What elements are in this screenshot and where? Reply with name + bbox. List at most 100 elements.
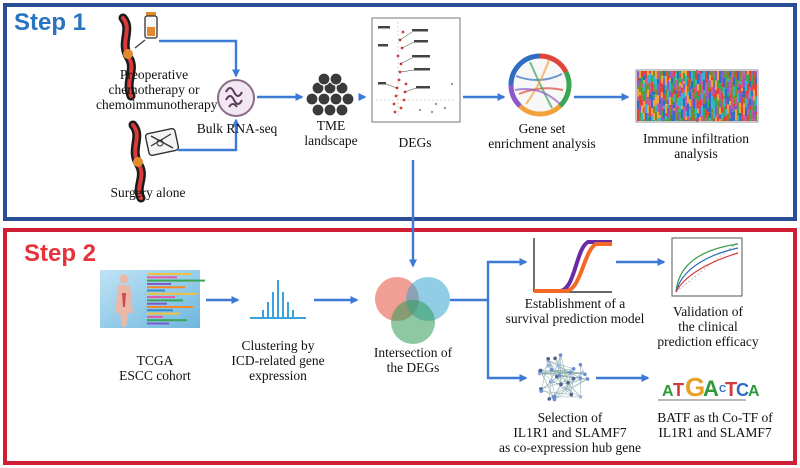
stacked-bar-segment xyxy=(671,97,673,100)
stacked-bar-segment xyxy=(755,111,757,116)
stacked-bar-segment xyxy=(661,97,663,108)
stacked-bar-segment xyxy=(725,108,727,116)
stacked-bar-segment xyxy=(651,75,653,79)
stacked-bar-segment xyxy=(711,76,713,81)
stacked-bar-segment xyxy=(751,74,753,86)
stacked-bar-segment xyxy=(667,104,669,108)
stacked-bar-segment xyxy=(643,80,645,83)
stacked-bar-segment xyxy=(675,103,677,114)
stacked-bar-segment xyxy=(721,92,723,101)
stacked-bar-segment xyxy=(719,89,721,101)
stacked-bar-segment xyxy=(671,104,673,115)
stacked-bar-segment xyxy=(729,101,731,106)
stacked-bar-segment xyxy=(739,81,741,85)
stacked-bar-segment xyxy=(665,98,667,105)
stacked-bar-segment xyxy=(699,84,701,94)
stacked-bar-segment xyxy=(723,116,725,121)
stacked-bar-segment xyxy=(709,92,711,103)
stacked-bar-segment xyxy=(727,104,729,114)
stacked-bar-segment xyxy=(717,94,719,101)
stacked-bar-segment xyxy=(747,109,749,115)
stacked-bar-segment xyxy=(643,74,645,81)
stacked-bar-segment xyxy=(721,119,723,121)
stacked-bar-segment xyxy=(645,119,647,121)
stacked-bars xyxy=(637,71,757,121)
tcga-bar xyxy=(147,292,197,295)
stacked-bar-segment xyxy=(649,99,651,107)
stacked-bar-segment xyxy=(655,105,657,112)
stacked-bar-segment xyxy=(681,87,683,94)
stacked-bar-segment xyxy=(751,95,753,100)
stacked-bar-segment xyxy=(707,98,709,108)
network-node xyxy=(566,381,570,385)
stacked-bar-segment xyxy=(713,71,715,75)
motif-letter: C xyxy=(736,380,749,400)
tcga-bar xyxy=(147,273,191,275)
stacked-bar-segment xyxy=(653,100,655,107)
stacked-bar-segment xyxy=(643,101,645,108)
stacked-bar-segment xyxy=(661,110,663,117)
stacked-bar-segment xyxy=(683,106,685,118)
stacked-bar-segment xyxy=(689,117,691,121)
tcga-bar xyxy=(147,282,171,285)
stacked-bar-segment xyxy=(639,119,641,121)
stacked-bar-segment xyxy=(723,106,725,117)
stacked-bar-segment xyxy=(711,71,713,77)
stacked-bar-segment xyxy=(731,75,733,82)
stacked-bar-segment xyxy=(691,92,693,100)
stacked-bar-segment xyxy=(683,117,685,121)
stacked-bar-segment xyxy=(665,119,667,121)
stacked-bar-segment xyxy=(657,112,659,119)
stacked-bar-segment xyxy=(639,105,641,112)
stacked-bar-segment xyxy=(707,112,709,116)
stacked-bar-segment xyxy=(641,105,643,114)
stacked-bar-segment xyxy=(697,71,699,74)
network-edge xyxy=(553,378,588,398)
network-edge xyxy=(549,372,582,400)
stacked-bar-segment xyxy=(675,113,677,121)
stacked-bar-segment xyxy=(669,78,671,82)
stacked-bar-segment xyxy=(679,118,681,121)
stacked-bar-segment xyxy=(735,105,737,110)
stacked-bar-segment xyxy=(705,71,707,74)
tcga-bar xyxy=(147,312,179,315)
stacked-bar-segment xyxy=(641,99,643,106)
stacked-bar-segment xyxy=(743,114,745,117)
stacked-bar-segment xyxy=(737,82,739,88)
stacked-bar-segment xyxy=(705,95,707,102)
stacked-bar-segment xyxy=(663,75,665,79)
stacked-bar-segment xyxy=(651,78,653,83)
network-edge xyxy=(547,360,581,398)
tcga-bar xyxy=(147,309,173,312)
stacked-bar-segment xyxy=(691,71,693,81)
stacked-bar-segment xyxy=(749,71,751,82)
stacked-bar-segment xyxy=(737,102,739,108)
stacked-bar-segment xyxy=(695,108,697,118)
stacked-bar-segment xyxy=(671,99,673,105)
stacked-bar-segment xyxy=(731,81,733,89)
stacked-bar-segment xyxy=(669,90,671,98)
stacked-bar-segment xyxy=(745,71,747,75)
stacked-bar-segment xyxy=(687,112,689,117)
stacked-bar-segment xyxy=(691,89,693,93)
stacked-bar-segment xyxy=(713,74,715,77)
stacked-bar-segment xyxy=(671,114,673,121)
stacked-bar-segment xyxy=(737,107,739,117)
stacked-bar-segment xyxy=(649,81,651,90)
stacked-bar-segment xyxy=(725,71,727,74)
stacked-bar-segment xyxy=(743,73,745,78)
stacked-bar-segment xyxy=(711,80,713,87)
stacked-bar-segment xyxy=(673,87,675,95)
stacked-bar-segment xyxy=(689,103,691,107)
stacked-bar-segment xyxy=(729,89,731,96)
tcga-bar xyxy=(147,286,185,289)
stacked-bar-segment xyxy=(667,90,669,100)
stacked-bar-segment xyxy=(739,102,741,113)
stacked-bar-segment xyxy=(729,115,731,119)
tcga-bar xyxy=(147,306,193,308)
stacked-bar-segment xyxy=(699,71,701,74)
stacked-bar-segment xyxy=(751,88,753,92)
stacked-bar-segment xyxy=(749,81,751,88)
stacked-bar-segment xyxy=(687,103,689,113)
stacked-bar-segment xyxy=(729,105,731,116)
